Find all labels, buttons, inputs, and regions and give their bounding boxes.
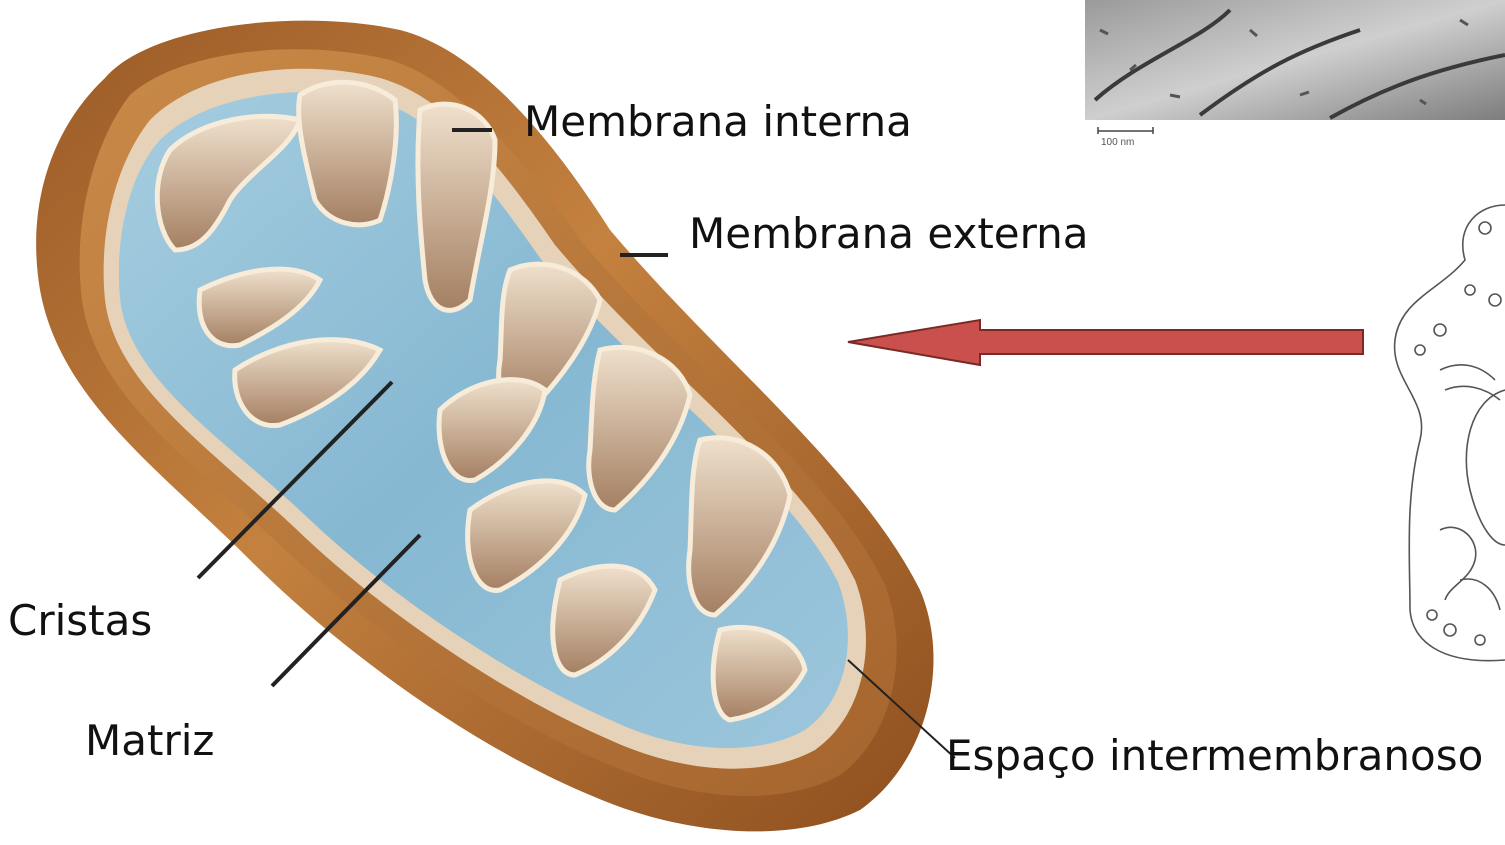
organelle-6 (1427, 610, 1437, 620)
golgi-1 (1440, 365, 1495, 380)
er-2 (1460, 579, 1500, 610)
organelle-4 (1434, 324, 1446, 336)
label-outer-membrane: Membrana externa (689, 213, 1089, 255)
organelle-8 (1475, 635, 1485, 645)
golgi-2 (1445, 386, 1500, 400)
organelle-1 (1479, 222, 1491, 234)
electron-micrograph (1085, 0, 1505, 134)
organelle-3 (1489, 294, 1501, 306)
er-1 (1440, 527, 1476, 600)
zoom-arrow (848, 320, 1363, 365)
cell-drawing (1395, 205, 1505, 661)
organelle-7 (1444, 624, 1456, 636)
organelle-2 (1465, 285, 1475, 295)
scale-bar-label: 100 nm (1101, 137, 1134, 148)
label-intermembrane-space: Espaço intermembranoso (946, 735, 1483, 777)
arrow-shape (848, 320, 1363, 365)
label-matrix: Matriz (85, 720, 214, 762)
label-inner-membrane: Membrana interna (524, 101, 912, 143)
organelle-5 (1415, 345, 1425, 355)
micrograph-image (1085, 0, 1505, 120)
nucleus-outline (1466, 390, 1505, 545)
label-cristae: Cristas (8, 600, 152, 642)
